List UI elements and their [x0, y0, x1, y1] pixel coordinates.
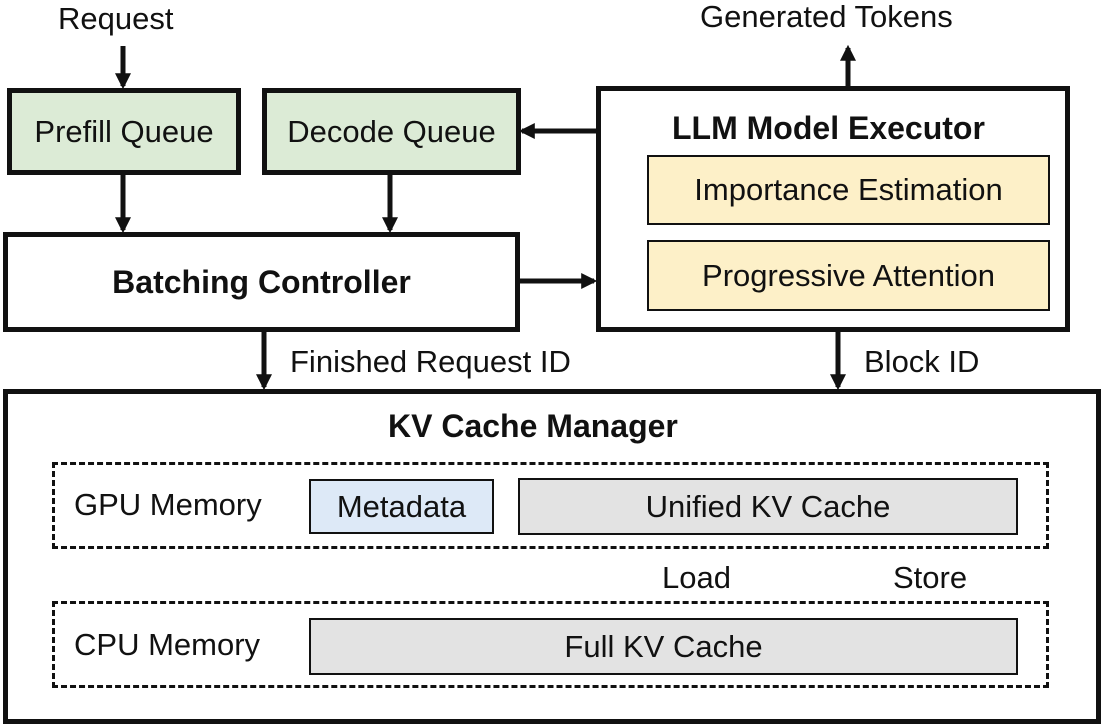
decode-queue-label: Decode Queue [287, 113, 496, 149]
full-kv-cache-label: Full KV Cache [564, 628, 763, 664]
gpu-memory-label: GPU Memory [74, 487, 262, 522]
progressive-attention-label: Progressive Attention [702, 257, 995, 293]
importance-estimation-label: Importance Estimation [694, 172, 1003, 207]
batching-controller: Batching Controller [3, 232, 520, 332]
generated-tokens-label: Generated Tokens [700, 0, 953, 34]
finished-request-id-label: Finished Request ID [290, 344, 571, 379]
progressive-attention: Progressive Attention [647, 240, 1050, 311]
llm-model-executor-title: LLM Model Executor [672, 110, 985, 146]
cpu-memory-label: CPU Memory [74, 627, 261, 662]
cpu-memory-region [52, 601, 1049, 688]
load-label: Load [662, 560, 731, 595]
decode-queue: Decode Queue [262, 88, 521, 175]
metadata-label: Metadata [336, 488, 467, 524]
batching-controller-label: Batching Controller [112, 263, 411, 300]
unified-kv-cache-box: Unified KV Cache [518, 478, 1018, 535]
importance-estimation: Importance Estimation [647, 155, 1050, 225]
request-label: Request [58, 1, 174, 36]
unified-kv-cache-label: Unified KV Cache [645, 488, 891, 524]
prefill-queue: Prefill Queue [7, 88, 241, 175]
block-id-label: Block ID [864, 344, 980, 379]
metadata-box: Metadata [309, 479, 494, 534]
kv-cache-manager-title: KV Cache Manager [388, 408, 678, 444]
prefill-queue-label: Prefill Queue [34, 113, 214, 149]
store-label: Store [893, 560, 968, 595]
gpu-memory-region [52, 462, 1049, 549]
full-kv-cache-box: Full KV Cache [309, 618, 1018, 675]
